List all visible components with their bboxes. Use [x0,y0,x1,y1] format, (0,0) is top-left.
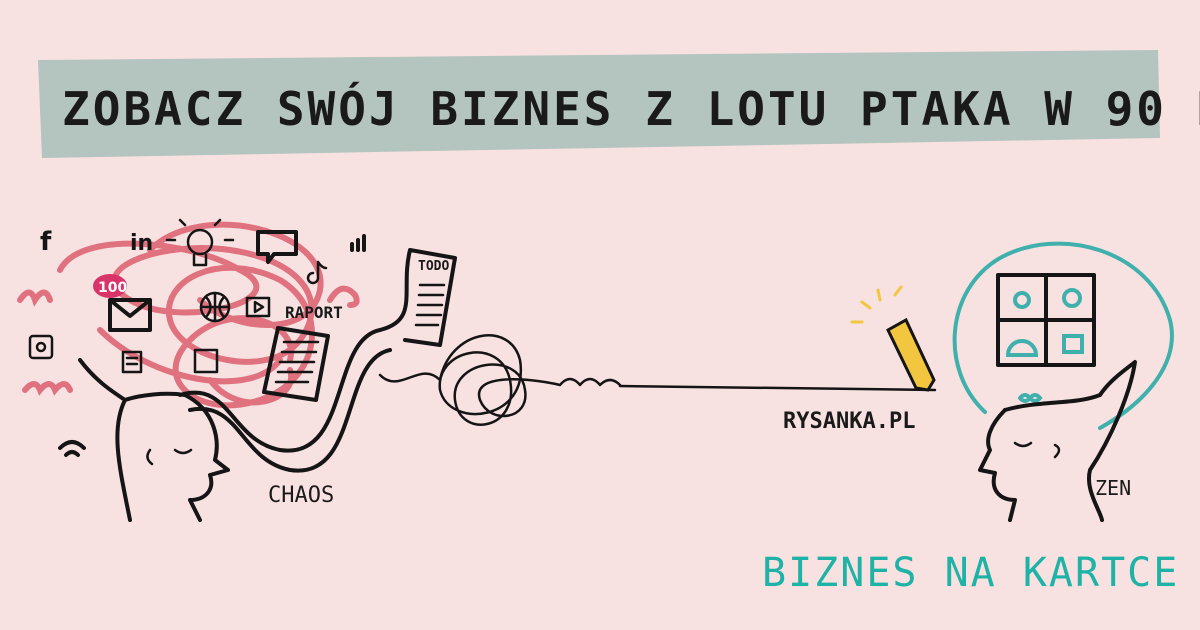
video-play-icon [245,296,271,318]
headline-banner: ZOBACZ SWÓJ BIZNES Z LOTU PTAKA W 90 MIN [38,50,1200,158]
facebook-icon: f [40,227,52,257]
infinity-icon [1018,393,1043,403]
calendar-icon [1062,334,1084,354]
instagram-icon [28,334,54,360]
notification-badge-icon: 100 [93,274,127,298]
signal-bars-icon [350,234,366,252]
chaos-scribble [17,221,360,409]
puzzle-icon [996,273,1096,367]
site-label: RYSANKA.PL [783,409,915,434]
globe-icon [199,291,231,323]
tiktok-icon [306,260,328,285]
lightbulb-icon [1013,291,1031,309]
mail-icon [108,298,152,332]
gauge-icon [1005,339,1039,357]
document-icon [121,350,143,374]
report-document [262,326,330,402]
banner-background [38,50,1160,158]
speech-bubble-icon [256,230,298,264]
globe-icon [1062,288,1082,308]
report-label: RAPORT [285,303,343,322]
todo-ribbon: TODO [178,248,457,473]
chaos-caption: CHAOS [268,483,334,508]
badge-count: 100 [98,280,127,296]
zen-caption: ZEN [1095,476,1131,500]
todo-label: TODO [418,259,449,274]
tangle-line [378,334,937,426]
zen-head [978,360,1137,522]
app-square-icon [193,348,219,374]
chaotic-head [78,358,230,522]
pencil-icon [850,285,936,392]
halo [952,241,1174,430]
headline: ZOBACZ SWÓJ BIZNES Z LOTU PTAKA W 90 MIN [62,82,1200,136]
brand-label: BIZNES NA KARTCE [762,550,1179,596]
wifi-icon [58,440,86,457]
lightbulb-icon [165,218,235,267]
linkedin-icon: in [130,231,153,256]
